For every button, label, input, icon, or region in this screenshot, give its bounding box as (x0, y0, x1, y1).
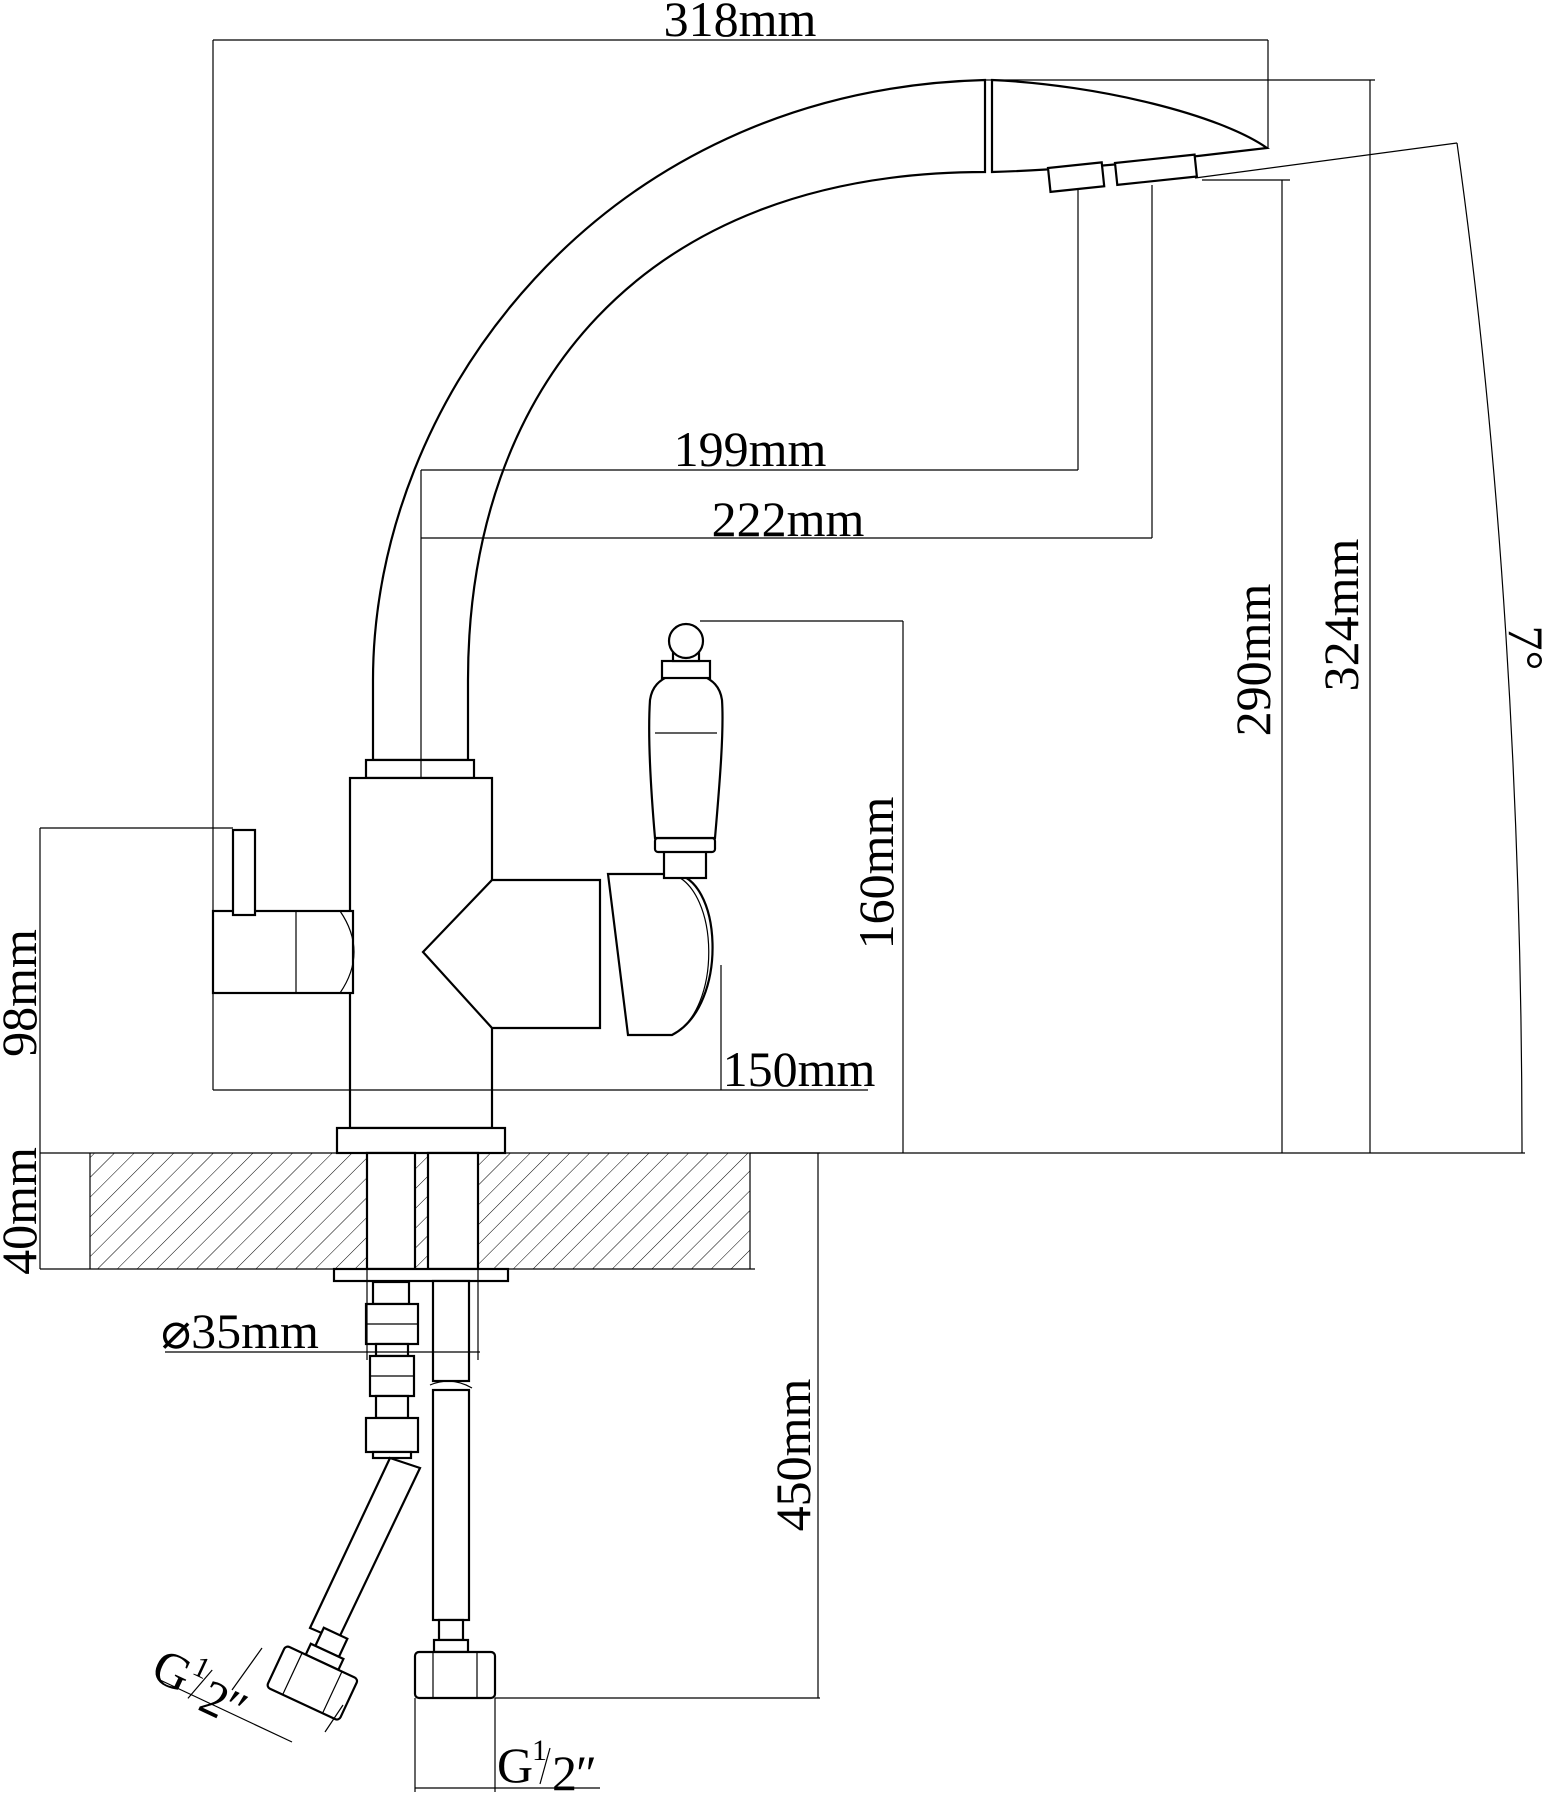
countertop (40, 1152, 1525, 1270)
label-spout-reach-2: 222mm (712, 491, 865, 547)
label-total-height: 324mm (1313, 539, 1369, 692)
thread-right-den: 2 (552, 1745, 577, 1800)
label-thread-left: G 1 2 ″ (144, 1637, 256, 1738)
label-overall-reach: 318mm (664, 0, 817, 47)
label-shank-diameter: ⌀35mm (161, 1303, 319, 1359)
label-lever-reach: 150mm (723, 1041, 876, 1097)
label-tilt-angle: 7° (1498, 626, 1550, 671)
label-spout-reach-1: 199mm (674, 421, 827, 477)
spout (364, 78, 1271, 780)
label-handle-height: 160mm (848, 797, 904, 950)
thread-right-mark: ″ (576, 1745, 597, 1800)
faucet-body (211, 622, 724, 1155)
thread-right-letter: G (497, 1737, 533, 1793)
label-thread-right: G 1 2 ″ (497, 1734, 597, 1800)
label-spout-height: 290mm (1225, 584, 1281, 737)
label-hose-length: 450mm (765, 1379, 821, 1532)
label-counter-thickness: 40mm (0, 1147, 47, 1275)
label-side-lever-height: 98mm (0, 929, 47, 1057)
thread-right-num: 1 (532, 1734, 547, 1767)
dimension-lines (39, 39, 1523, 1792)
mounting-hardware (266, 1151, 510, 1721)
